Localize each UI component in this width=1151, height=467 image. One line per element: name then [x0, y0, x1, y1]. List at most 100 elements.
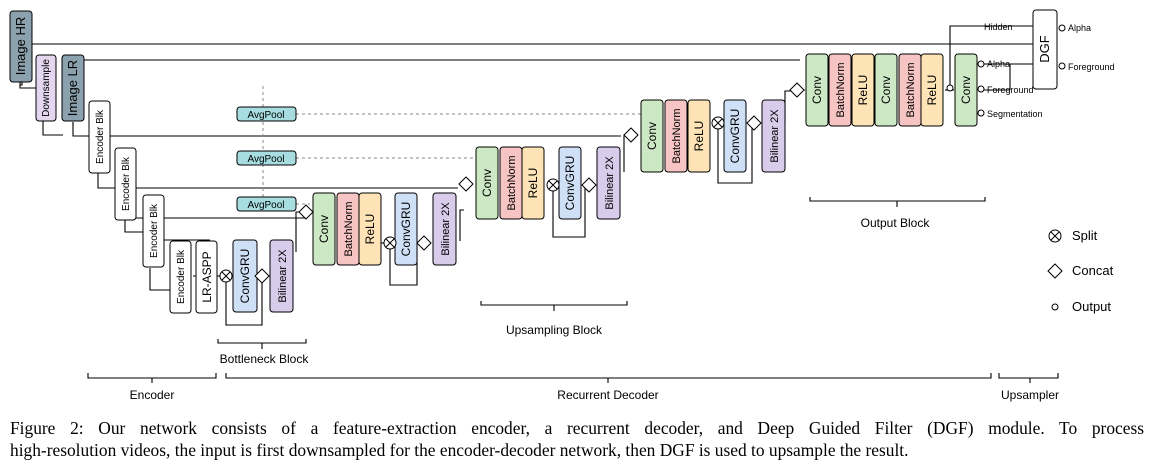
- encoder-block-4: Encoder Blk: [169, 240, 192, 314]
- section-decoder-label: Recurrent Decoder: [557, 388, 658, 402]
- avgpool-label: AvgPool: [247, 200, 284, 211]
- split-icon: [383, 236, 397, 250]
- batchnorm-label: BatchNorm: [343, 201, 355, 256]
- encoder-block-label: Encoder Blk: [121, 156, 132, 211]
- conv-label: Conv: [317, 215, 331, 243]
- encoder-block-label: Encoder Blk: [176, 249, 187, 304]
- legend-concat-label: Concat: [1072, 263, 1114, 278]
- concat-icon: [298, 204, 314, 220]
- legend-output-label: Output: [1072, 299, 1111, 314]
- bottleneck-label: Bottleneck Block: [220, 352, 310, 366]
- caption-line-1: Figure 2: Our network consists of a feat…: [10, 418, 1144, 438]
- output-icon: [977, 85, 985, 93]
- bilinear-label: Bilinear 2X: [604, 156, 616, 210]
- input-image-hr: Image HR: [9, 10, 33, 83]
- output-foreground-label: Foreground: [987, 85, 1034, 95]
- conv-label: Conv: [645, 122, 659, 150]
- image-hr-label: Image HR: [13, 17, 28, 76]
- bottleneck-bilinear: Bilinear 2X: [269, 239, 294, 313]
- concat-icon: [1047, 263, 1063, 279]
- split-icon: [546, 178, 560, 192]
- concat-icon: [416, 235, 432, 251]
- concat-icon: [623, 127, 639, 143]
- convgru-label: ConvGRU: [563, 156, 577, 211]
- section-upsampler-label: Upsampler: [1001, 388, 1059, 402]
- split-icon: [219, 269, 233, 283]
- output-icon: [1058, 62, 1066, 70]
- relu-label: ReLU: [856, 75, 870, 106]
- bilinear-label: Bilinear 2X: [769, 109, 781, 163]
- output-alpha-label: Alpha: [987, 59, 1010, 69]
- conv-label: Conv: [810, 76, 824, 104]
- lr-aspp-label: LR-ASPP: [200, 251, 214, 302]
- dgf-label: DGF: [1037, 35, 1052, 63]
- batchnorm-label: BatchNorm: [671, 108, 683, 163]
- encoder-block-label: Encoder Blk: [149, 203, 160, 258]
- split-symbols: [219, 116, 725, 283]
- encoder-block-2: Encoder Blk: [114, 147, 137, 221]
- concat-icon: [581, 177, 597, 193]
- avgpool-3: AvgPool: [236, 196, 297, 212]
- upsampling-label: Upsampling Block: [506, 323, 603, 337]
- concat-icon: [746, 115, 762, 131]
- output-segmentation-label: Segmentation: [987, 109, 1043, 119]
- upsampling-3: Conv BatchNorm ReLU ConvGRU Bilinear 2X: [640, 99, 786, 173]
- avgpool-label: AvgPool: [247, 154, 284, 165]
- output-icon: [946, 84, 954, 92]
- dgf-foreground-label: Foreground: [1068, 62, 1115, 72]
- section-encoder-label: Encoder: [130, 388, 175, 402]
- output-block: Conv BatchNorm ReLU Conv BatchNorm ReLU …: [805, 53, 978, 127]
- legend: Split Concat Output: [1047, 228, 1114, 314]
- dgf-block: DGF Hidden: [984, 9, 1058, 90]
- output-icon: [977, 60, 985, 68]
- convgru-label: ConvGRU: [399, 202, 413, 257]
- conv-label: Conv: [480, 169, 494, 197]
- concat-symbols: [254, 82, 805, 284]
- dgf-alpha-label: Alpha: [1068, 23, 1091, 33]
- convgru-label: ConvGRU: [238, 249, 252, 304]
- output-icon: [1051, 303, 1059, 311]
- relu-label: ReLU: [925, 75, 939, 106]
- bottleneck-convgru: ConvGRU: [232, 239, 258, 313]
- relu-label: ReLU: [526, 168, 540, 199]
- encoder-block-3: Encoder Blk: [142, 194, 165, 268]
- encoder-block-label: Encoder Blk: [95, 109, 106, 164]
- conv-label: Conv: [959, 76, 973, 104]
- downsample-label: Downsample: [41, 59, 52, 117]
- caption-line-2: high-resolution videos, the input is fir…: [10, 440, 909, 460]
- input-image-lr: Image LR: [61, 54, 85, 122]
- block-brackets: Bottleneck Block Upsampling Block Output…: [217, 197, 986, 366]
- output-nodes: Alpha Foreground Segmentation Alpha Fore…: [946, 23, 1115, 119]
- bilinear-label: Bilinear 2X: [440, 202, 452, 256]
- concat-icon: [789, 82, 805, 98]
- conv-label: Conv: [879, 76, 893, 104]
- encoder-block-1: Encoder Blk: [88, 100, 111, 174]
- avgpool-1: AvgPool: [236, 106, 297, 122]
- network-diagram: .bx { stroke:#000; stroke-width:1; } .ln…: [9, 9, 1115, 402]
- output-block-label: Output Block: [861, 216, 931, 230]
- concat-icon: [254, 268, 270, 284]
- legend-split-label: Split: [1072, 228, 1098, 243]
- avgpool-2: AvgPool: [236, 150, 297, 166]
- upsampling-1: Conv BatchNorm ReLU ConvGRU Bilinear 2X: [312, 192, 457, 266]
- batchnorm-label: BatchNorm: [905, 62, 917, 117]
- relu-label: ReLU: [692, 121, 706, 152]
- output-icon: [1058, 24, 1066, 32]
- batchnorm-label: BatchNorm: [835, 62, 847, 117]
- figure-caption: Figure 2: Our network consists of a feat…: [10, 417, 1144, 461]
- lr-aspp-block: LR-ASPP: [195, 240, 218, 314]
- downsample-block: Downsample: [35, 54, 57, 122]
- image-lr-label: Image LR: [65, 60, 80, 116]
- concat-icon: [458, 176, 474, 192]
- split-icon: [1048, 229, 1062, 243]
- convgru-label: ConvGRU: [728, 109, 742, 164]
- bilinear-label: Bilinear 2X: [277, 249, 289, 303]
- section-brackets: Encoder Recurrent Decoder Upsampler: [87, 373, 1059, 402]
- avgpool-label: AvgPool: [247, 110, 284, 121]
- upsampling-2: Conv BatchNorm ReLU ConvGRU Bilinear 2X: [475, 146, 621, 220]
- hidden-label: Hidden: [984, 22, 1013, 32]
- output-icon: [977, 109, 985, 117]
- split-icon: [711, 116, 725, 130]
- batchnorm-label: BatchNorm: [506, 155, 518, 210]
- relu-label: ReLU: [363, 214, 377, 245]
